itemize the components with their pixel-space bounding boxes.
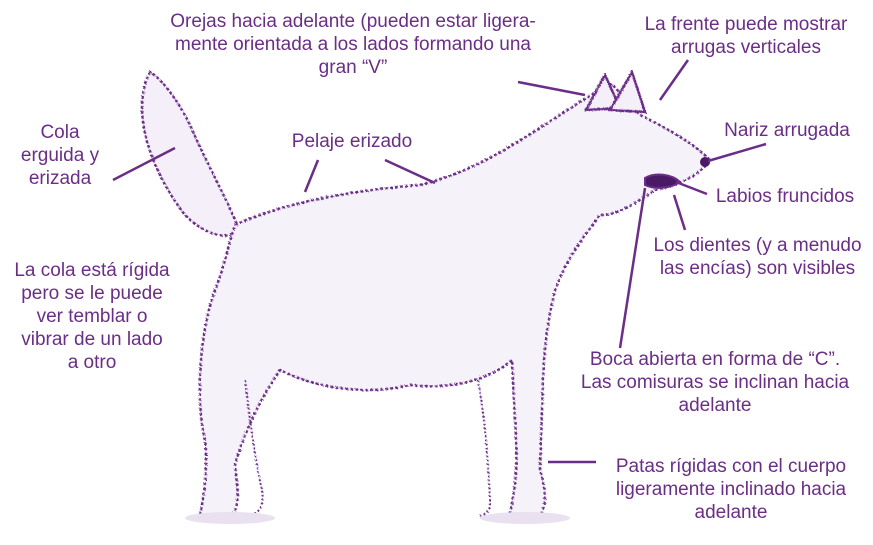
tail-shape: [140, 70, 242, 237]
ground-shadow: [185, 512, 275, 524]
front-leg-shape: [477, 379, 492, 517]
ground-shadow: [480, 512, 570, 524]
nose-shape: [700, 157, 710, 167]
leader-ears: [517, 80, 586, 97]
leader-mouth: [618, 187, 647, 349]
label-lips: Labios fruncidos: [715, 186, 855, 207]
label-fur: Pelaje erizado: [291, 131, 413, 152]
leader-fur-2: [384, 158, 436, 185]
mouth-shape: [644, 173, 682, 189]
label-ears: Orejas hacia adelante (pueden estar lige…: [170, 11, 536, 78]
ear-back-shape: [583, 72, 622, 112]
leader-fur-1: [303, 159, 320, 193]
label-teeth: Los dientes (y a menudo las encías) son …: [653, 235, 862, 279]
label-tail-rigid: La cola está rígida pero se le puede ver…: [14, 260, 170, 373]
ear-front-shape: [607, 68, 647, 114]
label-nose: Nariz arrugada: [724, 120, 850, 141]
label-tail-up: Cola erguida y erizada: [20, 122, 100, 189]
leader-lips: [675, 180, 708, 196]
leader-lines: [112, 59, 767, 464]
leader-tail-up: [112, 146, 176, 182]
rear-leg-shape: [244, 379, 264, 516]
body-shape: [198, 82, 712, 517]
leader-nose: [707, 142, 767, 163]
leader-forehead: [658, 59, 690, 101]
label-forehead: La frente puede mostrar arrugas vertical…: [644, 14, 848, 58]
leader-teeth: [672, 194, 687, 231]
label-legs: Patas rígidas con el cuerpo ligeramente …: [615, 456, 847, 523]
label-mouth: Boca abierta en forma de “C”. Las comisu…: [580, 349, 850, 416]
